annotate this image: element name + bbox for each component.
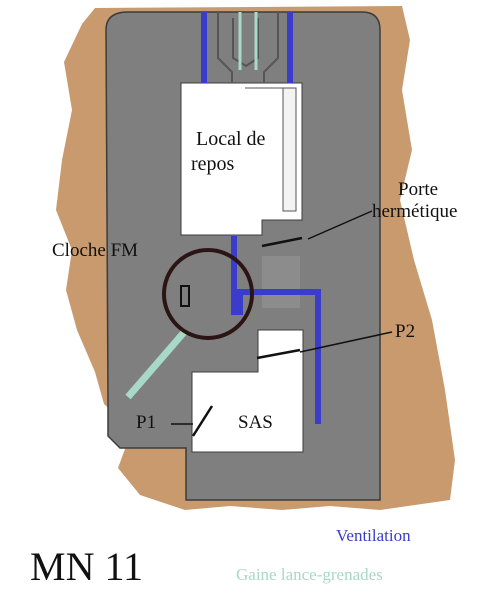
gaine-lance-grenades (125, 327, 189, 400)
cloche-fm-circle (162, 248, 254, 340)
door-p1 (191, 405, 214, 437)
gaine-lance-grenades-top (238, 12, 258, 70)
entrance-passage (217, 12, 279, 82)
label-local-de: Local de (196, 128, 266, 150)
bench (282, 87, 297, 212)
label-cloche-fm: Cloche FM (52, 240, 139, 261)
label-sas: SAS (238, 412, 273, 433)
cloche-fm-gun-slot (180, 285, 190, 307)
legend-gaine-lance-grenades: Gaine lance-grenades (236, 565, 383, 584)
label-p1: P1 (136, 412, 157, 433)
door-porte-hermetique (261, 236, 303, 248)
diagram-title: MN 11 (30, 544, 143, 589)
ventilation-duct (201, 12, 321, 424)
leader-porte-hermetique (307, 210, 373, 240)
corridor (262, 256, 300, 308)
door-p2 (256, 348, 301, 360)
label-porte: Porte (398, 179, 439, 200)
leader-p2 (299, 331, 393, 353)
label-hermetique: hermétique (372, 201, 458, 222)
legend-ventilation: Ventilation (336, 526, 411, 545)
room-local-de-repos (180, 82, 303, 236)
label-repos: repos (191, 153, 235, 175)
concrete-block (105, 11, 381, 501)
label-p2: P2 (395, 321, 416, 342)
room-sas (191, 329, 304, 453)
